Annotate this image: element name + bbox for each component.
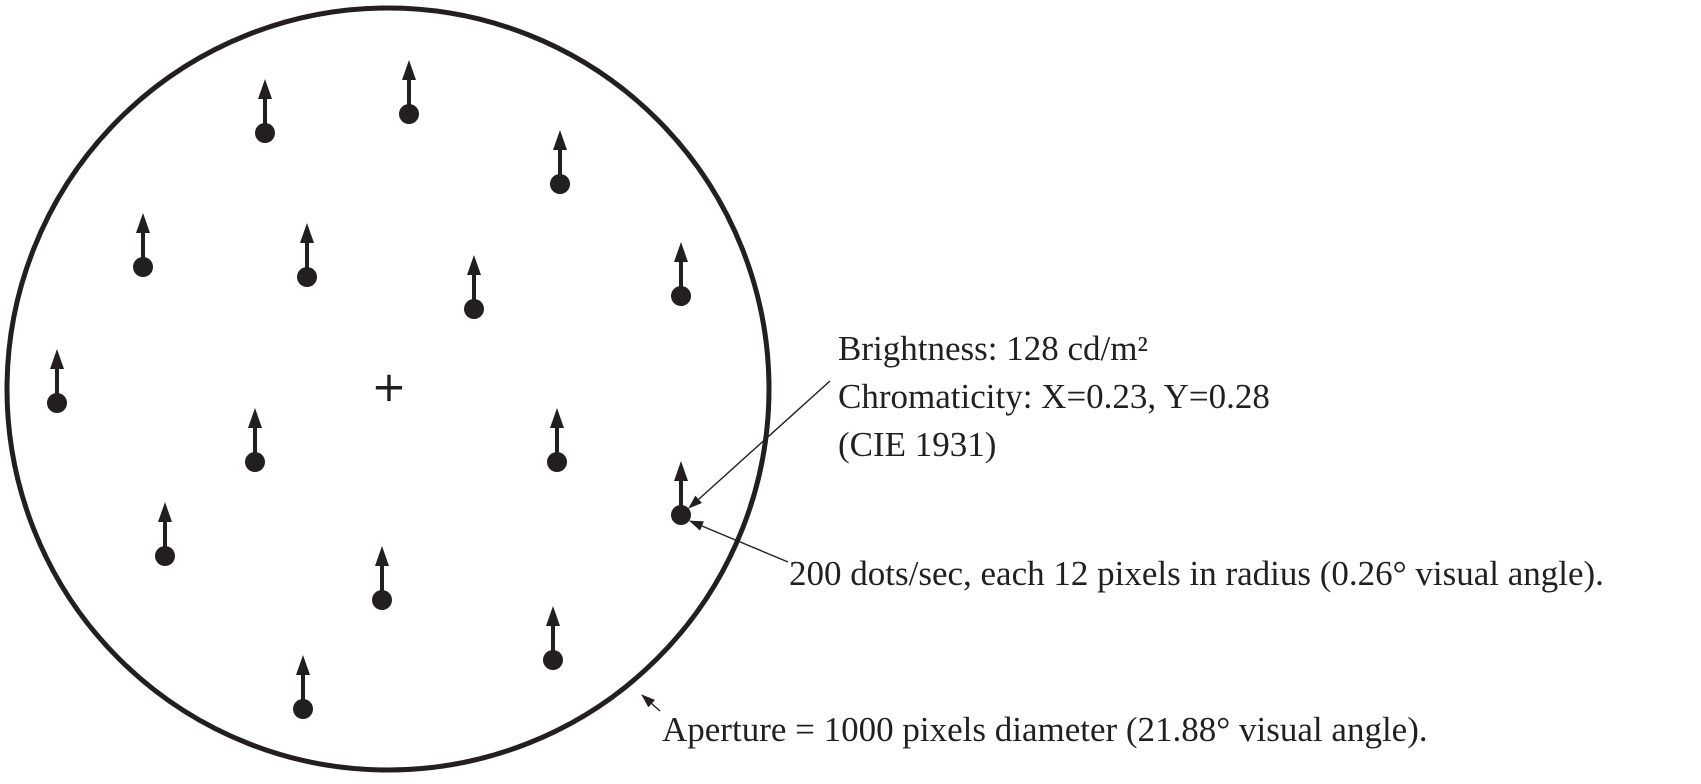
- moving-dot: [47, 349, 67, 413]
- up-arrow-icon: [50, 349, 64, 369]
- up-arrow-icon: [402, 60, 416, 80]
- up-arrow-icon: [553, 130, 567, 150]
- dot-circle: [245, 452, 265, 472]
- dot-circle: [547, 452, 567, 472]
- up-arrow-icon: [674, 242, 688, 262]
- up-arrow-icon: [248, 408, 262, 428]
- moving-dot: [372, 546, 392, 610]
- moving-dot: [297, 223, 317, 287]
- dot-circle: [550, 174, 570, 194]
- moving-dot: [671, 242, 691, 306]
- brightness-label: Brightness: 128 cd/m²: [838, 329, 1148, 368]
- moving-dot: [245, 408, 265, 472]
- up-arrow-icon: [674, 461, 688, 481]
- up-arrow-icon: [300, 223, 314, 243]
- dot-circle: [671, 505, 691, 525]
- up-arrow-icon: [546, 606, 560, 626]
- moving-dot: [399, 60, 419, 124]
- up-arrow-icon: [550, 408, 564, 428]
- dot-circle: [543, 650, 563, 670]
- up-arrow-icon: [375, 546, 389, 566]
- leader-line-aperture: [641, 694, 661, 712]
- dot-circle: [293, 699, 313, 719]
- moving-dot: [547, 408, 567, 472]
- up-arrow-icon: [158, 502, 172, 522]
- dot-circle: [464, 299, 484, 319]
- chromaticity-label: Chromaticity: X=0.23, Y=0.28: [838, 377, 1270, 416]
- up-arrow-icon: [258, 79, 272, 99]
- dot-circle: [671, 286, 691, 306]
- leader-line-brightness: [688, 380, 831, 509]
- moving-dot: [671, 461, 691, 525]
- dot-circle: [399, 104, 419, 124]
- dots-layer: [47, 60, 691, 719]
- up-arrow-icon: [467, 255, 481, 275]
- leader-line-dots: [689, 520, 789, 563]
- dot-circle: [372, 590, 392, 610]
- cie-label: (CIE 1931): [838, 425, 996, 464]
- moving-dot: [155, 502, 175, 566]
- fixation-cross: +: [371, 362, 406, 411]
- dot-circle: [47, 393, 67, 413]
- moving-dot: [255, 79, 275, 143]
- up-arrow-icon: [296, 655, 310, 675]
- dot-circle: [255, 123, 275, 143]
- dots-label: 200 dots/sec, each 12 pixels in radius (…: [789, 554, 1604, 593]
- up-arrow-icon: [136, 213, 150, 233]
- dot-circle: [155, 546, 175, 566]
- dot-circle: [133, 257, 153, 277]
- moving-dot: [550, 130, 570, 194]
- moving-dot: [293, 655, 313, 719]
- moving-dot: [133, 213, 153, 277]
- aperture-circle: [4, 5, 772, 773]
- moving-dot: [543, 606, 563, 670]
- dot-circle: [297, 267, 317, 287]
- aperture-label: Aperture = 1000 pixels diameter (21.88° …: [662, 710, 1428, 749]
- moving-dot: [464, 255, 484, 319]
